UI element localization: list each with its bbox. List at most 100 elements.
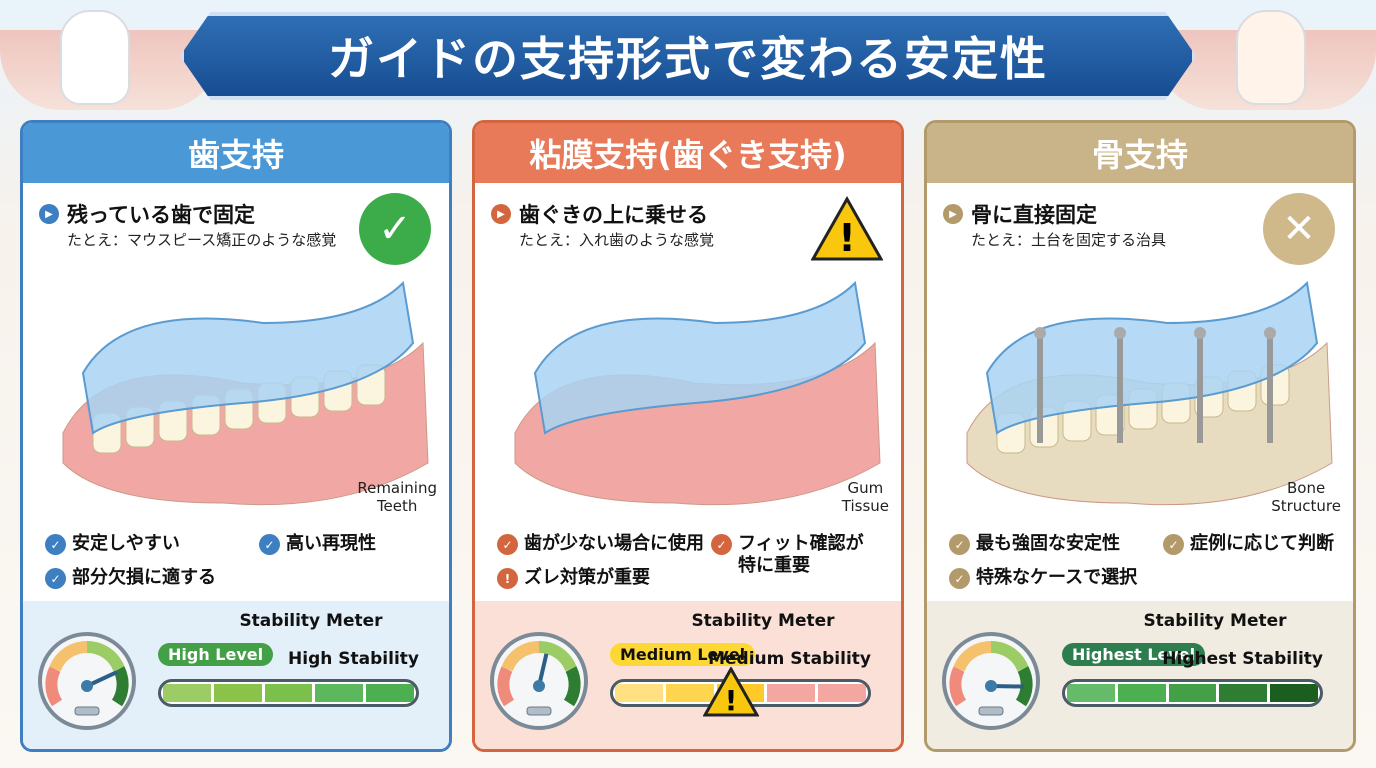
check-icon: ✓ — [497, 534, 518, 555]
stability-bar — [158, 679, 419, 707]
feature-text: 最も強固な安定性 — [976, 533, 1120, 554]
callout-line: Teeth — [376, 497, 418, 515]
check-icon: ✓ — [259, 534, 280, 555]
card-lead: ▶ 歯ぐきの上に乗せる — [491, 199, 708, 229]
page-title: ガイドの支持形式で変わる安定性 — [328, 32, 1048, 86]
bone-screw-icon: ✕ — [1263, 193, 1335, 265]
level-badge: Medium Level — [610, 643, 756, 666]
callout-line: Tissue — [841, 497, 889, 515]
feature-text: 症例に応じて判断 — [1190, 533, 1334, 554]
card-title: 骨支持 — [1091, 136, 1188, 174]
card-title: 粘膜支持(歯ぐき支持) — [529, 136, 847, 174]
lead-text: 骨に直接固定 — [971, 203, 1097, 227]
svg-text:!: ! — [838, 216, 855, 260]
title-banner: ガイドの支持形式で変わる安定性 — [180, 12, 1196, 100]
meter-segment — [1219, 684, 1268, 702]
level-badge: High Level — [158, 643, 274, 666]
stability-label: Medium Stability — [708, 649, 871, 669]
card-header: 歯支持 — [23, 123, 449, 183]
check-icon: ✓ — [949, 568, 970, 589]
play-bullet-icon: ▶ — [943, 204, 963, 224]
lead-text: 歯ぐきの上に乗せる — [519, 203, 708, 227]
card-tooth: 歯支持 ▶ 残っている歯で固定 たとえ：マウスピース矯正のような感覚 ✓ Rema… — [20, 120, 452, 752]
meter-segment — [1117, 684, 1166, 702]
gauge-icon — [38, 632, 136, 730]
check-circle-icon: ✓ — [359, 193, 431, 265]
card-gum: 粘膜支持(歯ぐき支持) ▶ 歯ぐきの上に乗せる たとえ：入れ歯のような感覚 ! G… — [472, 120, 904, 752]
meter-title: Stability Meter — [691, 611, 835, 631]
feature-item: ✓ 歯が少ない場合に使用 — [497, 533, 704, 555]
svg-text:!: ! — [725, 684, 738, 717]
meter-segment — [665, 684, 714, 702]
card-lead: ▶ 骨に直接固定 — [943, 199, 1097, 229]
stability-meter: Stability Meter Highest Level Highest St… — [927, 601, 1353, 749]
stability-meter: Stability Meter Medium Level Medium Stab… — [475, 601, 901, 749]
feature-item: ✓ 安定しやすい — [45, 533, 180, 555]
guide-illustration — [514, 280, 881, 506]
callout-line: Gum — [847, 479, 884, 497]
example-text: たとえ：土台を固定する治具 — [971, 231, 1167, 249]
warning-icon: ! — [811, 193, 883, 265]
check-icon: ✓ — [711, 534, 732, 555]
warning-icon: ! — [703, 667, 759, 717]
play-bullet-icon: ▶ — [39, 204, 59, 224]
meter-segment — [767, 684, 816, 702]
meter-segment — [213, 684, 262, 702]
card-header: 骨支持 — [927, 123, 1353, 183]
example-text: たとえ：入れ歯のような感覚 — [519, 231, 715, 249]
card-title: 歯支持 — [187, 136, 284, 174]
tooth-cross-section-icon — [1236, 10, 1306, 105]
meter-segment — [818, 684, 866, 702]
feature-text: 安定しやすい — [72, 533, 180, 554]
callout-line: Bone — [1287, 479, 1326, 497]
feature-item: ✓ フィット確認が 特に重要 — [711, 533, 864, 577]
play-bullet-icon: ▶ — [491, 204, 511, 224]
feature-item: !ズレ対策が重要 — [497, 567, 650, 589]
stability-bar — [1062, 679, 1323, 707]
level-badge: Highest Level — [1062, 643, 1206, 666]
tooth-icon — [60, 10, 130, 105]
meter-title: Stability Meter — [239, 611, 383, 631]
lead-text: 残っている歯で固定 — [67, 203, 255, 227]
feature-item: ✓ 最も強固な安定性 — [949, 533, 1120, 555]
meter-segment — [264, 684, 313, 702]
meter-segment — [315, 684, 364, 702]
gauge-icon — [490, 632, 588, 730]
feature-item: ✓ 症例に応じて判断 — [1163, 533, 1334, 555]
guide-illustration — [966, 280, 1333, 506]
feature-item: ✓ 特殊なケースで選択 — [949, 567, 1137, 589]
meter-segment — [366, 684, 414, 702]
stability-label: High Stability — [288, 649, 419, 669]
feature-item: ✓ 高い再現性 — [259, 533, 376, 555]
card-header: 粘膜支持(歯ぐき支持) — [475, 123, 901, 183]
check-icon: ✓ — [45, 568, 66, 589]
example-text: たとえ：マウスピース矯正のような感覚 — [67, 231, 337, 249]
meter-segment — [615, 684, 663, 702]
feature-text: 部分欠損に適する — [72, 567, 216, 588]
gauge-icon — [942, 632, 1040, 730]
meter-segment — [1067, 684, 1115, 702]
meter-segment — [1270, 684, 1318, 702]
feature-text: 歯が少ない場合に使用 — [524, 533, 704, 554]
card-lead: ▶ 残っている歯で固定 — [39, 199, 255, 229]
feature-text: 高い再現性 — [286, 533, 376, 554]
callout-line: Structure — [1271, 497, 1341, 515]
stability-meter: Stability Meter High Level High Stabilit… — [23, 601, 449, 749]
guide-illustration — [62, 280, 429, 506]
check-icon: ✓ — [45, 534, 66, 555]
meter-segment — [163, 684, 211, 702]
stability-label: Highest Stability — [1162, 649, 1323, 669]
check-icon: ✓ — [949, 534, 970, 555]
feature-item: ✓ 部分欠損に適する — [45, 567, 216, 589]
check-icon: ✓ — [1163, 534, 1184, 555]
feature-text: ズレ対策が重要 — [524, 567, 650, 588]
feature-text: 特殊なケースで選択 — [976, 567, 1138, 588]
feature-text: フィット確認が 特に重要 — [738, 533, 864, 576]
callout-line: Remaining — [357, 479, 437, 497]
meter-title: Stability Meter — [1143, 611, 1287, 631]
meter-segment — [1168, 684, 1217, 702]
